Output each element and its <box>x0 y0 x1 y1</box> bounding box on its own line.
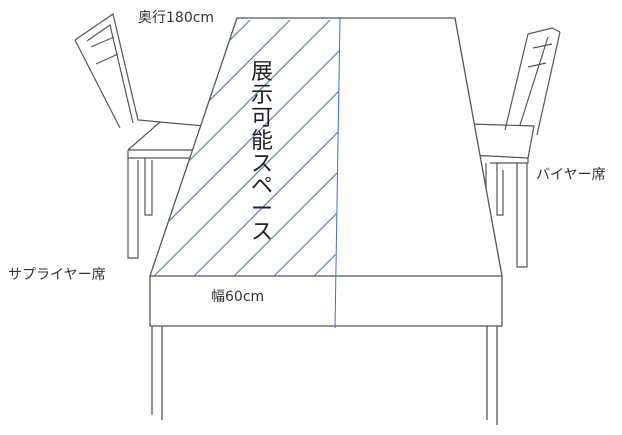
display-space-char: 展 <box>250 60 273 85</box>
display-space-char: ス <box>250 220 273 246</box>
depth-label: 奥行180cm <box>138 10 215 26</box>
width-label: 幅60cm <box>211 289 265 305</box>
supplier-seat-label: サプライヤー席 <box>8 267 106 283</box>
center-divider-line <box>334 17 341 329</box>
buyer-seat-label: バイヤー席 <box>536 167 606 183</box>
display-space-char: ス <box>250 151 273 177</box>
display-table <box>149 17 503 425</box>
right-chair <box>469 27 561 268</box>
display-space-char: 可 <box>250 105 273 131</box>
display-space-char: 能 <box>250 128 273 154</box>
display-space-label: 展示可能スペース <box>248 60 276 246</box>
display-space-char: ー <box>250 197 273 223</box>
display-space-char: 示 <box>250 82 273 108</box>
display-space-char: ペ <box>250 174 273 200</box>
